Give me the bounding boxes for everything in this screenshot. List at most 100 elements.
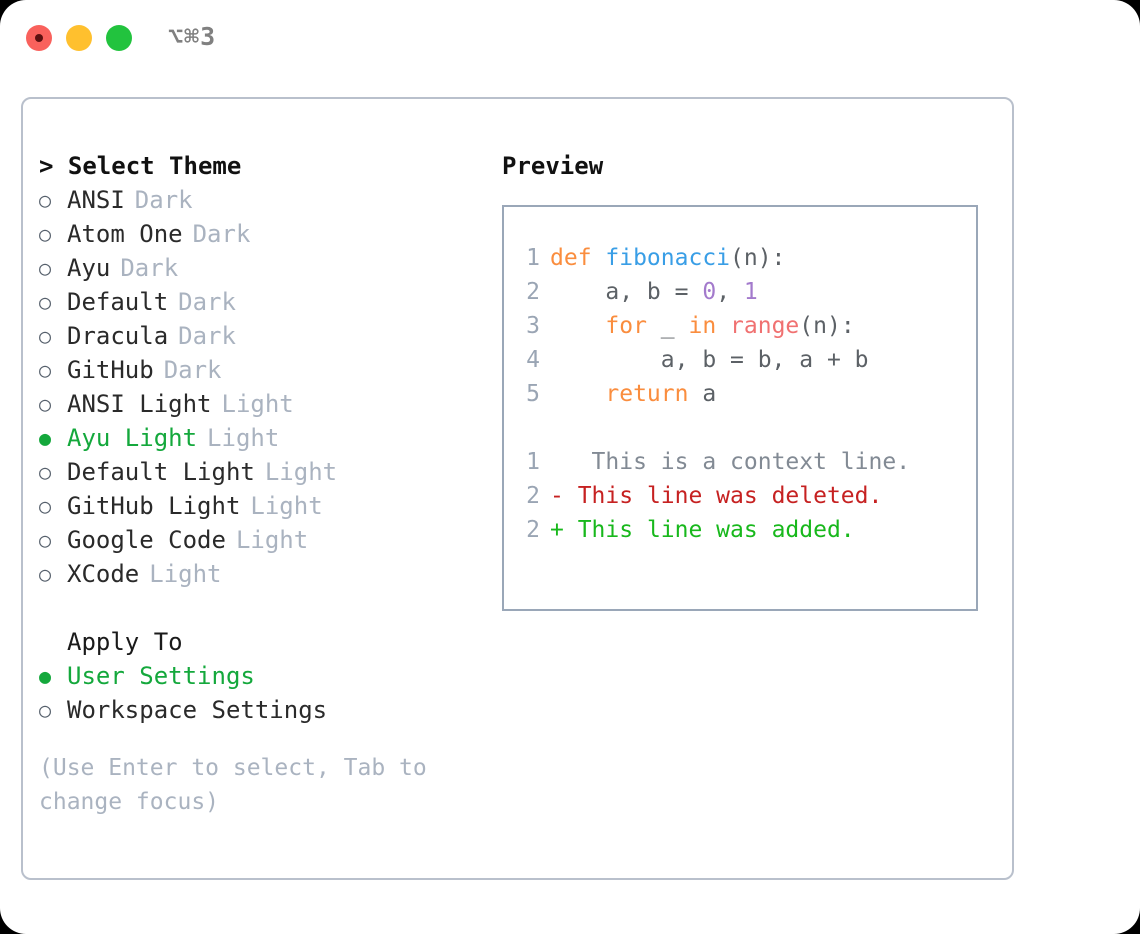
theme-option[interactable]: ○ Default Dark [39, 285, 499, 319]
theme-option-label: Default Light [67, 458, 255, 486]
code-line: 2 a, b = 0, 1 [504, 275, 976, 309]
apply-to-option[interactable]: ● User Settings [39, 659, 499, 693]
radio-unselected-icon: ○ [39, 698, 52, 722]
theme-option[interactable]: ○ GitHub Dark [39, 353, 499, 387]
theme-option-label: XCode [67, 560, 140, 588]
theme-option-variant: Dark [163, 356, 222, 384]
keyboard-hint: (Use Enter to select, Tab to change focu… [39, 755, 427, 815]
theme-option-label: Ayu Light [67, 424, 198, 452]
theme-option-variant: Light [235, 526, 309, 554]
theme-option-variant: Dark [120, 254, 179, 282]
apply-to-option-label: User Settings [67, 662, 255, 690]
diff-line: 2+ This line was added. [504, 513, 976, 547]
theme-option-variant: Dark [178, 288, 236, 316]
code-line: 4 a, b = b, a + b [504, 343, 976, 377]
apply-to-heading: Apply To [67, 628, 183, 656]
diff-text: This is a context line. [563, 449, 911, 475]
line-number: 5 [526, 381, 540, 407]
theme-option-variant: Dark [192, 220, 251, 248]
theme-option-variant: Dark [178, 322, 236, 350]
code-token: def [550, 245, 606, 271]
theme-option[interactable]: ○ XCode Light [39, 557, 499, 591]
line-number: 2 [526, 483, 540, 509]
line-number: 2 [526, 279, 540, 305]
radio-unselected-icon: ○ [39, 494, 52, 518]
radio-unselected-icon: ○ [39, 562, 52, 586]
diff-text: This line was deleted. [563, 483, 883, 509]
code-text: for _ in range(n): [550, 309, 855, 343]
code-token: a [688, 381, 717, 407]
list-spacer [39, 591, 499, 625]
diff-line: 1 This is a context line. [504, 445, 976, 479]
zoom-icon[interactable] [106, 25, 132, 51]
theme-option-label: Google Code [67, 526, 226, 554]
close-icon[interactable] [26, 25, 52, 51]
line-number: 2 [526, 517, 540, 543]
theme-option[interactable]: ○ Dracula Dark [39, 319, 499, 353]
theme-option-variant: Dark [134, 186, 193, 214]
radio-unselected-icon: ○ [39, 358, 52, 382]
code-token [550, 381, 605, 407]
code-token: range [730, 313, 800, 339]
code-token: 0 [702, 279, 717, 305]
code-line: 5 return a [504, 377, 976, 411]
theme-option[interactable]: ○ ANSI Light Light [39, 387, 499, 421]
title-bar: ⌥⌘3 [0, 0, 1140, 78]
code-token: , [716, 279, 744, 305]
code-token: a, b = [550, 279, 703, 305]
theme-option[interactable]: ● Ayu Light Light [39, 421, 499, 455]
radio-unselected-icon: ○ [39, 290, 52, 314]
line-number: 4 [526, 347, 540, 373]
radio-unselected-icon: ○ [39, 324, 52, 348]
radio-unselected-icon: ○ [39, 528, 52, 552]
theme-option[interactable]: ○ Google Code Light [39, 523, 499, 557]
code-text: a, b = b, a + b [550, 343, 869, 377]
radio-unselected-icon: ○ [39, 256, 52, 280]
theme-option-variant: Light [149, 560, 222, 588]
radio-selected-icon: ● [39, 426, 52, 450]
line-number: 1 [526, 245, 540, 271]
minimize-icon[interactable] [66, 25, 92, 51]
diff-marker: + [550, 517, 564, 543]
select-theme-heading: > Select Theme [39, 152, 242, 180]
code-token: (n): [799, 313, 855, 339]
theme-option-label: Dracula [67, 322, 169, 350]
preview-gap [504, 411, 976, 445]
line-number: 1 [526, 449, 540, 475]
diff-marker: - [550, 483, 564, 509]
theme-option-label: Ayu [67, 254, 111, 282]
theme-option-label: GitHub Light [67, 492, 241, 520]
apply-to-option[interactable]: ○ Workspace Settings [39, 693, 499, 727]
apply-to-option-label: Workspace Settings [67, 696, 328, 724]
code-token: fibonacci [605, 245, 731, 271]
code-line: 3 for _ in range(n): [504, 309, 976, 343]
line-number: 3 [526, 313, 540, 339]
radio-unselected-icon: ○ [39, 188, 52, 212]
theme-option-label: Default [67, 288, 169, 316]
code-text: return a [550, 377, 716, 411]
theme-option[interactable]: ○ Ayu Dark [39, 251, 499, 285]
code-token: _ [646, 313, 689, 339]
radio-unselected-icon: ○ [39, 392, 52, 416]
theme-option-variant: Light [221, 390, 294, 418]
theme-option-label: ANSI Light [67, 390, 212, 418]
theme-option-label: GitHub [67, 356, 154, 384]
radio-selected-icon: ● [39, 664, 52, 688]
theme-option-variant: Light [264, 458, 338, 486]
theme-option-label: Atom One [67, 220, 183, 248]
window-controls [26, 25, 132, 51]
code-token: (n): [730, 245, 786, 271]
shortcut-label: ⌥⌘3 [168, 22, 217, 51]
code-token [550, 313, 605, 339]
code-token: for [605, 313, 647, 339]
theme-option-variant: Light [207, 424, 280, 452]
